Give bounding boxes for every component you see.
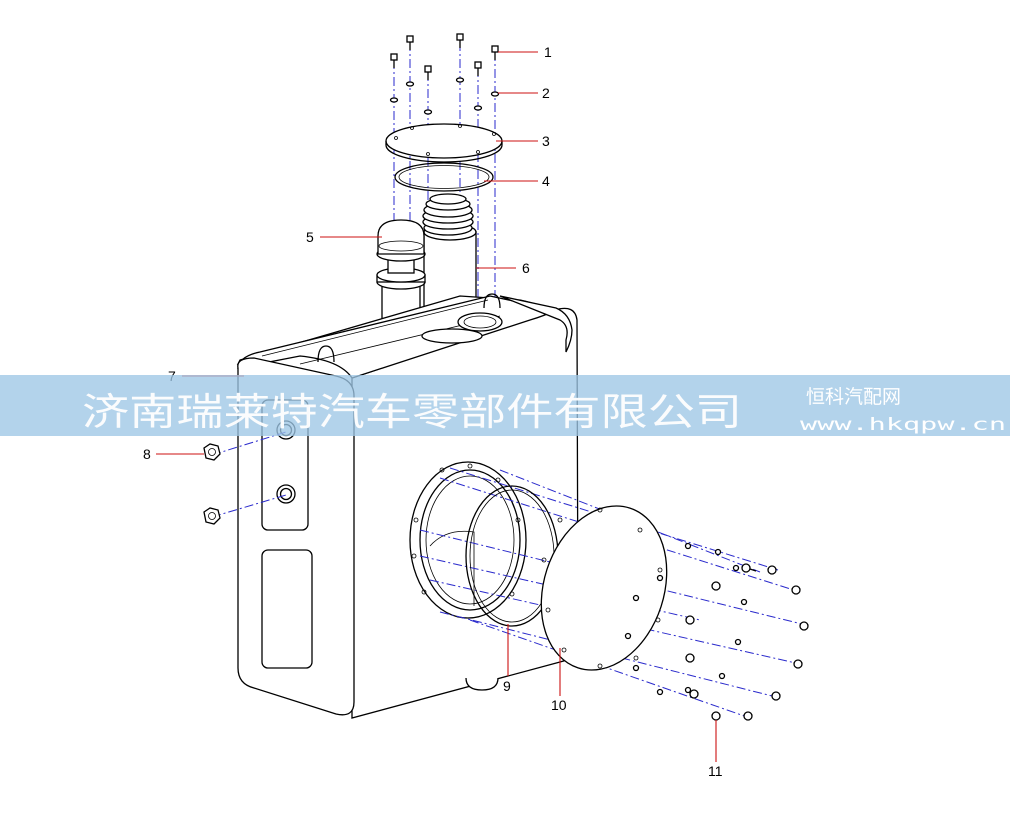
side-fasteners — [624, 542, 809, 721]
callout-11: 11 — [708, 763, 723, 779]
callout-6: 6 — [522, 260, 530, 276]
spring — [422, 193, 474, 236]
watermark-site-url: www.hkqpw.cn — [800, 415, 1006, 435]
callout-labels: 1 2 3 4 5 6 7 8 9 10 11 — [143, 44, 723, 779]
cover-plate — [385, 123, 503, 163]
washers — [389, 77, 500, 115]
leader-lines — [156, 51, 717, 762]
callout-5: 5 — [306, 229, 314, 245]
watermark: 济南瑞莱特汽车零部件有限公司 恒科汽配网 www.hkqpw.cn — [0, 375, 1010, 436]
callout-1: 1 — [544, 44, 552, 60]
o-ring — [394, 162, 494, 192]
callout-8: 8 — [143, 446, 151, 462]
callout-2: 2 — [542, 85, 550, 101]
watermark-band — [0, 375, 1010, 436]
callout-3: 3 — [542, 133, 550, 149]
callout-9: 9 — [503, 678, 511, 694]
cap-screws — [390, 33, 499, 80]
side-cover-plate — [540, 505, 668, 671]
hex-nuts — [203, 443, 221, 525]
watermark-company: 济南瑞莱特汽车零部件有限公司 — [82, 390, 742, 434]
callout-10: 10 — [551, 697, 567, 713]
callout-4: 4 — [542, 173, 550, 189]
watermark-site-name: 恒科汽配网 — [806, 386, 901, 408]
